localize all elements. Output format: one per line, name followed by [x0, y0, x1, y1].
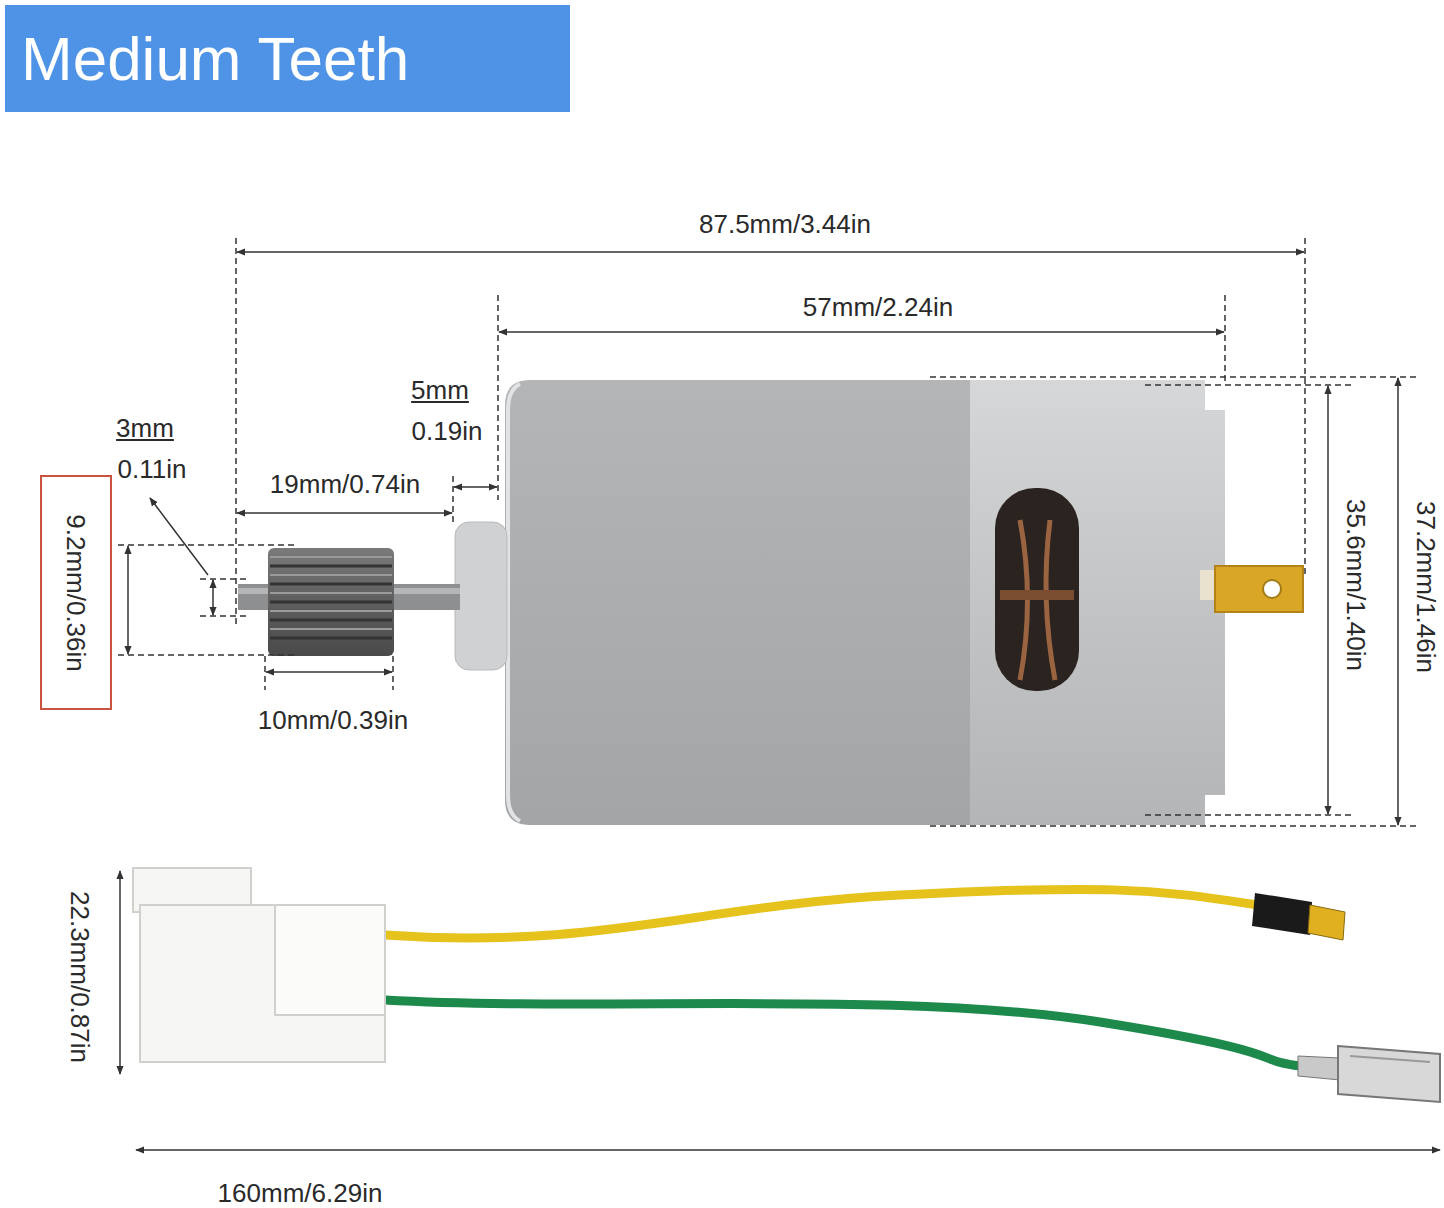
- title-banner: Medium Teeth: [5, 5, 570, 112]
- shaft-and-gear: [238, 522, 507, 670]
- dimension-label: 9.2mm/0.36in: [61, 514, 91, 672]
- wire-harness: [133, 868, 1440, 1102]
- dimension-label: 0.11in: [116, 454, 189, 484]
- dimension-label: 37.2mm/1.46in: [1411, 499, 1441, 675]
- highlight-box: 9.2mm/0.36in: [40, 475, 112, 710]
- dimension-label: 22.3mm/0.87in: [65, 889, 95, 1065]
- dimension-label: 87.5mm/3.44in: [697, 209, 873, 239]
- dimension-label: 5mm: [409, 375, 471, 405]
- dimension-label: 35.6mm/1.40in: [1341, 497, 1371, 673]
- dimension-label: 160mm/6.29in: [216, 1178, 385, 1208]
- dimension-label: 19mm/0.74in: [268, 469, 422, 499]
- dimension-label: 0.19in: [410, 416, 485, 446]
- dimension-label: 10mm/0.39in: [256, 705, 410, 735]
- dimension-label: 3mm: [114, 413, 176, 443]
- motor-body: [505, 380, 1303, 825]
- dimension-label: 57mm/2.24in: [801, 292, 955, 322]
- dimension-lines: [118, 238, 1440, 1150]
